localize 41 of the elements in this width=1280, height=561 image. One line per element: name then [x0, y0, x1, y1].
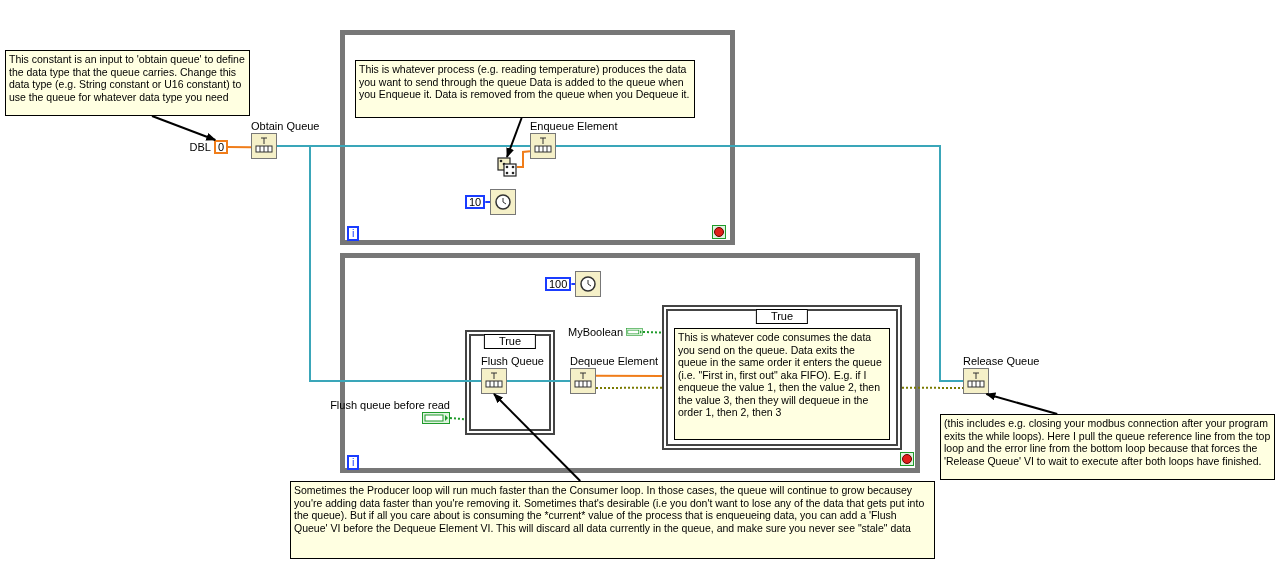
case-structure-frame: [465, 330, 555, 435]
comment-note: Sometimes the Producer loop will run much faster than the Consumer loop. In those cases, the queue will continue to grow becausey you're adding data faster than you're removing it. Sometimes that's desirable (i.e you don't want to lose any of the data that gets put into the queue). But if all you care about is consuming the *current* value of the process that is enqueueing data, you can add a 'Flush Queue' VI before the Dequeue Element VI. This will discard all data currently in the queue, and make sure you never see "stale" data: [290, 481, 935, 559]
leader-arrow: [506, 117, 523, 158]
comment-note: This is whatever process (e.g. reading temperature) produces the data you want to send through the queue Data is added to the queue when you Enqueue it. Data is removed from the queue when you Dequeue it.: [355, 60, 695, 118]
numeric-constant: 100: [545, 277, 572, 291]
function-label: Enqueue Element: [530, 119, 618, 133]
dice-icon: [497, 157, 517, 177]
wire: [516, 150, 531, 168]
case-selector: True: [755, 309, 809, 324]
leader-arrow: [493, 393, 582, 482]
wire: [642, 331, 663, 334]
comment-note: This is whatever code consumes the data you send on the queue. Data exits the queue in the same order it enters the queue (i.e. "First in, first out" aka FIFO). E.g. if I enqueue the value 1, then the value 2, then the value 3, then they will dequeue in the order 1, then 2, then 3: [674, 328, 890, 440]
comment-note: (this includes e.g. closing your modbus connection after your program exits the while loops). Here I pull the queue reference line from the top loop and the error line from the bottom loop because that forces the 'Release Queue' VI to wait to execute after both loops have finished.: [940, 414, 1275, 480]
constant-label: Flush queue before read: [330, 398, 450, 412]
constant-label: MyBoolean: [568, 325, 624, 339]
iteration-terminal: i: [347, 455, 360, 470]
wire: [449, 417, 466, 421]
numeric-constant: 10: [465, 195, 486, 209]
wire: [595, 374, 663, 378]
stopwatch-icon: [490, 189, 516, 215]
function-label: Dequeue Element: [570, 354, 659, 368]
case-selector: True: [483, 334, 537, 349]
leader-arrow: [985, 392, 1059, 415]
numeric-constant: 0: [213, 140, 228, 154]
function-label: Flush Queue: [481, 354, 544, 368]
wire: [901, 386, 964, 389]
wire: [227, 146, 252, 149]
leader-arrow: [151, 115, 217, 141]
wire: [484, 201, 491, 203]
wire: [595, 386, 663, 389]
function-label: Release Queue: [963, 354, 1040, 368]
case-structure-frame: [662, 305, 902, 450]
comment-note: This constant is an input to 'obtain queue' to define the data type that the queue carries. Change this data type (e.g. String constant or U16 constant) to use the queue for whatever data type you need: [5, 50, 250, 116]
stopwatch-icon: [575, 271, 601, 297]
wire: [555, 145, 964, 382]
constant-label: DBL: [189, 140, 211, 154]
wire: [570, 283, 576, 285]
wire: [506, 380, 571, 382]
iteration-terminal: i: [347, 226, 360, 241]
while-loop-frame: [340, 30, 735, 245]
function-label: Obtain Queue: [251, 119, 320, 133]
